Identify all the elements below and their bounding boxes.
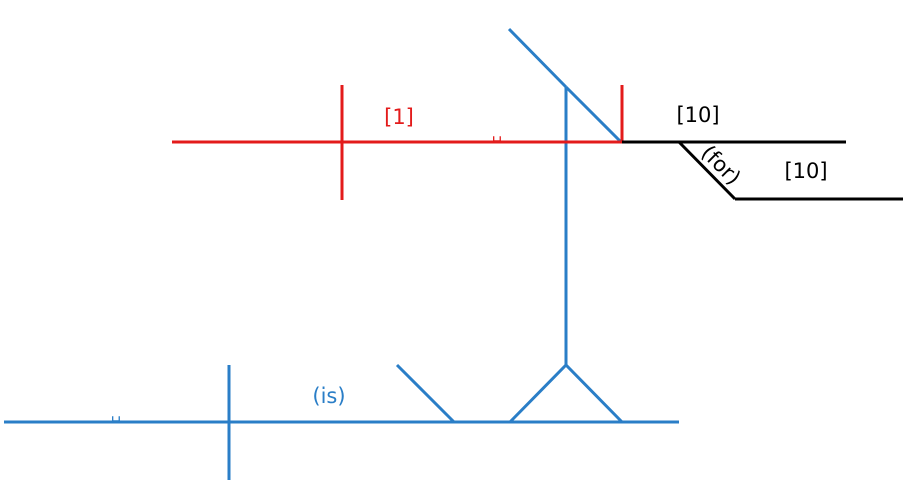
black-bracket-upper-label: [10] [676,103,719,127]
blue-structure [4,27,679,480]
blue-top-slant [507,27,568,89]
black-bracket-lower-label: [10] [784,159,827,183]
black-for-label: (for) [696,141,745,190]
blue-space-label: ␣ [111,403,121,422]
black-slant [677,140,737,201]
red-bracket-label: [1] [384,105,414,129]
blue-is-label: (is) [312,384,345,408]
red-space-label: ␣ [492,123,502,142]
blue-slant [395,363,456,424]
blue-top-slant-lower [564,85,623,144]
blue-pedestal [508,362,624,424]
red-structure [172,85,624,200]
black-structure [622,140,903,201]
